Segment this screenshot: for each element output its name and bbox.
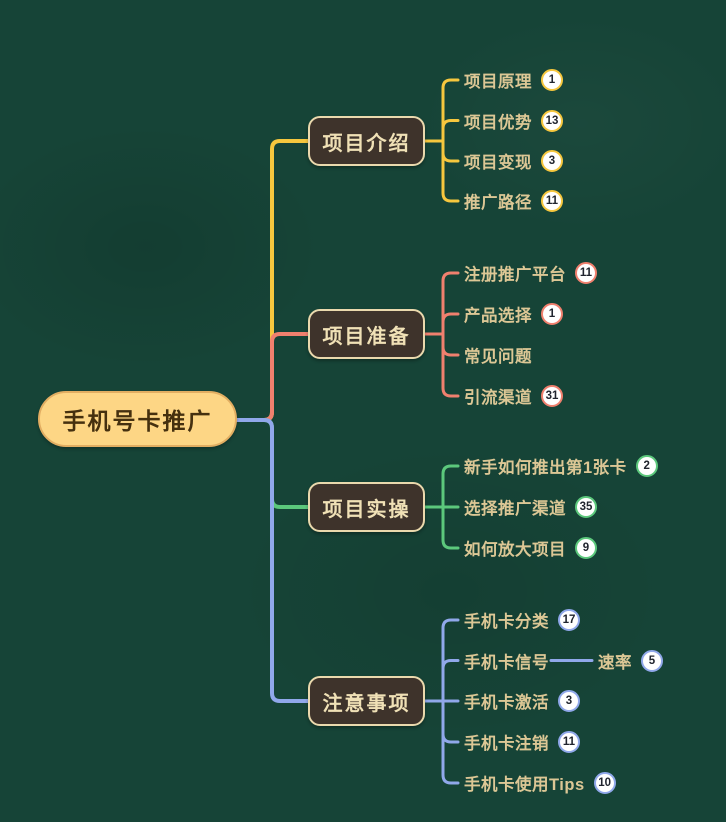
- leaf-node[interactable]: 引流渠道 31: [464, 384, 563, 408]
- count-badge[interactable]: 13: [541, 109, 563, 132]
- count-badge[interactable]: 2: [635, 455, 658, 477]
- count-badge[interactable]: 3: [558, 690, 580, 712]
- branch-node-project-prep[interactable]: 项目准备: [308, 309, 425, 359]
- count-badge[interactable]: 11: [541, 190, 563, 212]
- connector-children-intro: [423, 78, 460, 203]
- connector-children-practice: [423, 464, 460, 550]
- leaf-node[interactable]: 手机卡信号: [464, 649, 549, 673]
- count-badge[interactable]: 35: [575, 496, 597, 518]
- leaf-label: 手机卡信号: [464, 653, 549, 672]
- leaf-node[interactable]: 选择推广渠道 35: [464, 495, 597, 519]
- leaf-label: 推广路径: [464, 194, 532, 212]
- branch-node-notes[interactable]: 注意事项: [308, 676, 425, 726]
- leaf-node[interactable]: 项目原理 1: [464, 68, 563, 92]
- count-badge[interactable]: 31: [541, 385, 563, 407]
- leaf-label: 项目变现: [464, 154, 532, 172]
- count-badge[interactable]: 10: [593, 772, 616, 794]
- leaf-label: 选择推广渠道: [464, 500, 566, 518]
- leaf-node[interactable]: 推广路径 11: [464, 189, 563, 213]
- leaf-label: 新手如何推出第1张卡: [464, 459, 627, 477]
- leaf-node[interactable]: 手机卡使用Tips 10: [464, 771, 616, 795]
- count-badge[interactable]: 5: [641, 649, 663, 672]
- leaf-label: 注册推广平台: [464, 266, 566, 284]
- connector-branch-prep: [235, 332, 310, 422]
- count-badge[interactable]: 3: [541, 150, 563, 172]
- count-badge[interactable]: 17: [558, 609, 580, 631]
- leaf-label: 产品选择: [464, 307, 532, 325]
- count-badge[interactable]: 11: [558, 731, 580, 753]
- leaf-label: 如何放大项目: [464, 541, 566, 559]
- leaf-node[interactable]: 项目优势 13: [464, 109, 563, 133]
- leaf-node[interactable]: 手机卡注销 11: [464, 730, 580, 754]
- leaf-node[interactable]: 常见问题: [464, 343, 532, 367]
- connector-branch-notes: [235, 418, 310, 703]
- count-badge[interactable]: 1: [541, 303, 563, 325]
- leaf-node[interactable]: 手机卡分类 17: [464, 608, 580, 632]
- leaf-label: 手机卡分类: [464, 613, 549, 631]
- leaf-label: 手机卡注销: [464, 735, 549, 753]
- leaf-label: 手机卡激活: [464, 694, 549, 712]
- leaf-label: 项目原理: [464, 73, 532, 91]
- leaf-node[interactable]: 注册推广平台 11: [464, 261, 597, 285]
- leaf-node[interactable]: 项目变现 3: [464, 149, 563, 173]
- leaf-node-subtopic[interactable]: 速率 5: [598, 649, 663, 673]
- connector-children-notes: [423, 618, 460, 785]
- root-node[interactable]: 手机号卡推广: [38, 391, 237, 447]
- leaf-label: 速率: [598, 653, 632, 672]
- count-badge[interactable]: 1: [541, 69, 563, 91]
- branch-node-project-practice[interactable]: 项目实操: [308, 482, 425, 532]
- leaf-node[interactable]: 新手如何推出第1张卡 2: [464, 454, 658, 478]
- count-badge[interactable]: 11: [575, 262, 597, 284]
- leaf-label: 项目优势: [464, 113, 532, 132]
- leaf-label: 引流渠道: [464, 389, 532, 407]
- leaf-label: 手机卡使用Tips: [464, 776, 585, 794]
- connector-children-prep: [423, 271, 460, 398]
- leaf-node[interactable]: 如何放大项目 9: [464, 536, 597, 560]
- branch-node-project-intro[interactable]: 项目介绍: [308, 116, 425, 166]
- leaf-label: 常见问题: [464, 348, 532, 366]
- leaf-node[interactable]: 产品选择 1: [464, 302, 563, 326]
- leaf-node[interactable]: 手机卡激活 3: [464, 689, 580, 713]
- count-badge[interactable]: 9: [575, 537, 597, 559]
